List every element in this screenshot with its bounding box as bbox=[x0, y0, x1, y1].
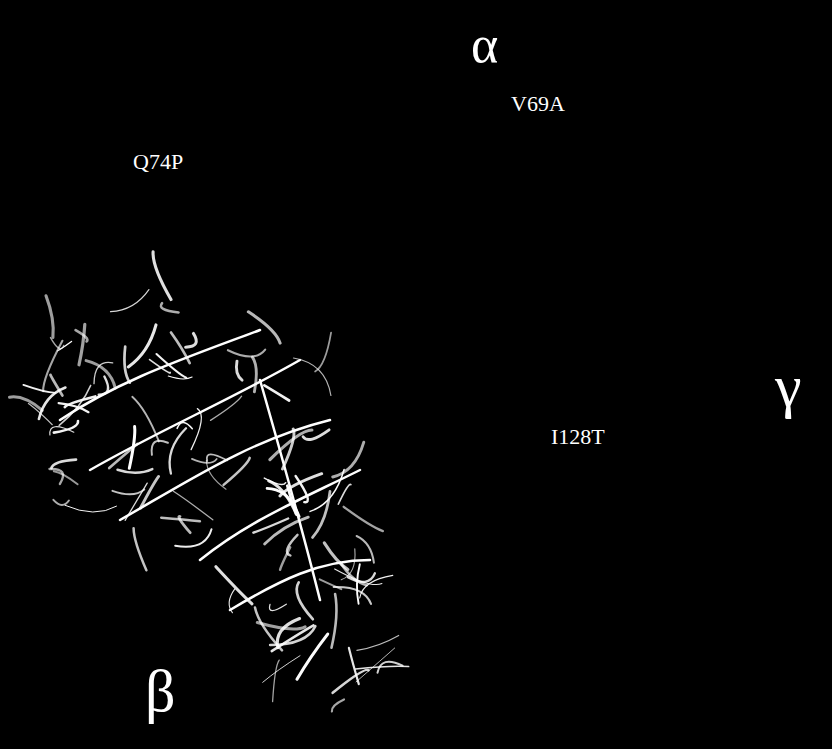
ribbon-strand bbox=[59, 385, 90, 425]
ribbon-strand bbox=[297, 582, 313, 619]
ribbon-strand bbox=[170, 428, 186, 473]
ribbon-strand bbox=[54, 471, 78, 484]
ribbon-strand bbox=[334, 587, 371, 604]
ribbon-strand bbox=[273, 660, 280, 702]
ribbon-strand bbox=[90, 360, 300, 470]
ribbon-strand bbox=[341, 549, 355, 580]
ribbon-strand bbox=[216, 567, 252, 604]
ribbon-strand bbox=[111, 290, 149, 312]
ribbon-strand bbox=[338, 484, 351, 504]
ribbon-strand bbox=[79, 324, 85, 364]
ribbon-strand bbox=[86, 361, 115, 389]
ribbon-strand bbox=[200, 470, 360, 560]
ribbon-strand bbox=[332, 594, 337, 648]
ribbon-strand bbox=[236, 361, 242, 380]
subunit-label: α bbox=[468, 18, 501, 72]
ribbon-strand bbox=[175, 529, 211, 546]
ribbon-strand bbox=[272, 625, 314, 651]
ribbon-strand bbox=[51, 460, 76, 469]
ribbon-strand bbox=[315, 333, 331, 372]
ribbon-strand bbox=[344, 507, 383, 531]
ribbon-strand bbox=[356, 666, 409, 669]
ribbon-strand bbox=[152, 441, 168, 455]
ribbon-strand bbox=[58, 342, 72, 352]
ribbon-strand bbox=[356, 648, 395, 682]
mutation-label: I128T bbox=[548, 425, 608, 449]
ribbon-strand bbox=[340, 563, 367, 586]
ribbon-strand bbox=[260, 380, 320, 600]
ribbon-strand bbox=[294, 358, 331, 396]
ribbon-strand bbox=[192, 459, 217, 463]
ribbon-strand bbox=[76, 330, 88, 341]
ribbon-strand bbox=[224, 458, 250, 485]
ribbon-strand bbox=[134, 528, 147, 570]
ribbon-strands bbox=[10, 252, 409, 712]
ribbon-strand bbox=[23, 385, 55, 393]
ribbon-strand bbox=[60, 330, 260, 420]
ribbon-strand bbox=[287, 535, 298, 556]
ribbon-strand bbox=[378, 662, 403, 673]
ribbon-strand bbox=[120, 420, 330, 520]
ribbon-strand bbox=[228, 350, 265, 357]
ribbon-strand bbox=[357, 536, 374, 563]
ribbon-strand bbox=[186, 333, 197, 347]
ribbon-strand bbox=[248, 312, 280, 343]
ribbon-strand bbox=[65, 505, 117, 512]
ribbon-strand bbox=[264, 385, 289, 400]
ribbon-strand bbox=[357, 635, 399, 650]
ribbon-strand bbox=[313, 491, 330, 537]
ribbon-strand bbox=[118, 469, 153, 473]
ribbon-strand bbox=[263, 656, 300, 683]
ribbon-strand bbox=[168, 376, 192, 379]
mutation-label: Q74P bbox=[130, 150, 186, 174]
ribbon-strand bbox=[161, 518, 200, 522]
ribbon-strand bbox=[43, 341, 62, 392]
ribbon-strand bbox=[161, 303, 179, 312]
ribbon-strand bbox=[50, 427, 74, 435]
ribbon-strand bbox=[277, 619, 299, 648]
ribbon-strand bbox=[46, 296, 53, 338]
ribbon-strand bbox=[230, 560, 370, 610]
subunit-label: β bbox=[142, 660, 179, 722]
ribbon-strand bbox=[94, 362, 113, 383]
ribbon-strand bbox=[153, 252, 171, 300]
ribbon-strand bbox=[357, 564, 360, 604]
ribbon-strand bbox=[53, 500, 69, 505]
ribbon-strand bbox=[112, 490, 144, 495]
ribbon-strand bbox=[303, 430, 329, 440]
ribbon-strand bbox=[297, 634, 328, 679]
ribbon-strand bbox=[10, 397, 43, 410]
mutation-label: V69A bbox=[508, 92, 568, 116]
subunit-label: γ bbox=[772, 355, 805, 417]
ribbon-strand bbox=[157, 354, 187, 378]
ribbon-strand bbox=[349, 648, 359, 684]
ribbon-strand bbox=[269, 604, 286, 610]
ribbon-strand bbox=[333, 670, 369, 693]
ribbon-strand bbox=[332, 700, 344, 712]
ribbon-strand bbox=[280, 547, 290, 570]
